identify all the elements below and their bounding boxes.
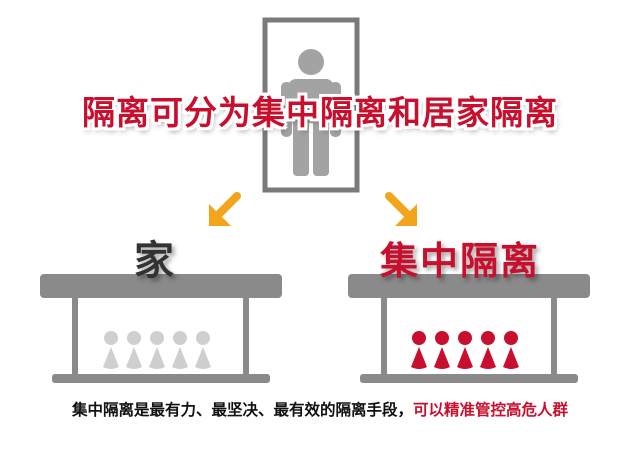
person-figure-icon xyxy=(126,331,142,369)
person-figure-icon xyxy=(411,331,427,369)
person-figure-icon xyxy=(434,331,450,369)
person-figure-icon xyxy=(149,331,165,369)
home-figures xyxy=(103,331,211,369)
person-icon xyxy=(281,49,341,176)
person-figure-icon xyxy=(195,331,211,369)
page-title: 隔离可分为集中隔离和居家隔离 xyxy=(82,93,558,132)
person-figure-icon xyxy=(480,331,496,369)
person-figure-icon xyxy=(103,331,119,369)
caption-main: 集中隔离是最有力、最坚决、最有效的隔离手段， xyxy=(71,401,413,419)
person-figure-icon xyxy=(172,331,188,369)
person-figure-icon xyxy=(503,331,519,369)
arrow-down-right-icon xyxy=(385,192,417,226)
central-figures xyxy=(411,331,519,369)
home-shelter xyxy=(40,274,282,383)
central-shelter xyxy=(348,274,590,383)
caption-highlight: 可以精准管控高危人群 xyxy=(413,401,569,419)
quarantine-door xyxy=(262,17,360,193)
person-figure-icon xyxy=(457,331,473,369)
arrow-down-left-icon xyxy=(209,192,241,226)
central-quarantine-label: 集中隔离 xyxy=(380,239,541,283)
caption: 集中隔离是最有力、最坚决、最有效的隔离手段，可以精准管控高危人群 xyxy=(0,398,640,420)
home-quarantine-label: 家 xyxy=(134,238,174,284)
